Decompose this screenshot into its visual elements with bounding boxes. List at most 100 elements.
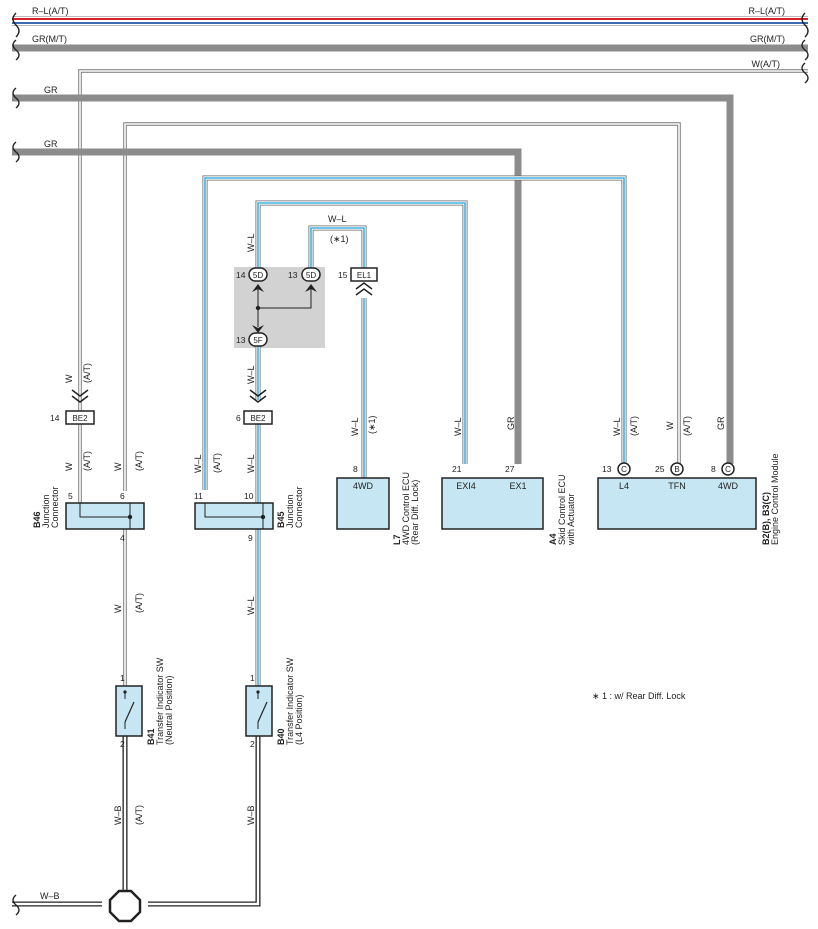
svg-text:6: 6 <box>120 491 125 501</box>
svg-text:EL1: EL1 <box>357 271 372 280</box>
svg-text:R–L(A/T): R–L(A/T) <box>748 6 785 16</box>
svg-text:Engine Control Module: Engine Control Module <box>770 453 780 545</box>
svg-text:(∗1): (∗1) <box>367 415 377 434</box>
svg-text:Skid Control ECU: Skid Control ECU <box>557 474 567 545</box>
svg-text:4WD: 4WD <box>353 481 374 491</box>
svg-text:9: 9 <box>248 533 253 543</box>
svg-text:6: 6 <box>236 413 241 423</box>
svg-text:W(A/T): W(A/T) <box>752 59 781 69</box>
svg-text:8: 8 <box>353 464 358 474</box>
svg-text:1: 1 <box>120 673 125 683</box>
component-l7: 4WD 8 L7 4WD Control ECU (Rear Diff. Loc… <box>336 464 420 545</box>
svg-text:B45: B45 <box>276 511 286 528</box>
component-ecm: L4 TFN 4WD C B C 13 25 8 B2(B), B3(C) En… <box>597 453 780 545</box>
svg-text:5D: 5D <box>306 271 316 280</box>
svg-text:W–L: W–L <box>246 233 256 252</box>
svg-text:W: W <box>113 462 123 471</box>
wire-labels-horizontal: R–L(A/T) R–L(A/T) GR(M/T) GR(M/T) W(A/T)… <box>32 6 785 901</box>
svg-text:10: 10 <box>244 491 254 501</box>
svg-text:(A/T): (A/T) <box>82 363 92 383</box>
svg-text:W–L: W–L <box>246 454 256 473</box>
svg-text:(A/T): (A/T) <box>134 451 144 471</box>
svg-text:W–B: W–B <box>246 805 256 825</box>
wire-wl-exi4 <box>255 200 468 464</box>
svg-text:W: W <box>64 462 74 471</box>
wire-wb-ground <box>12 736 261 907</box>
svg-text:4WD: 4WD <box>718 481 739 491</box>
svg-text:(A/T): (A/T) <box>134 593 144 613</box>
svg-text:(Rear Diff. Lock): (Rear Diff. Lock) <box>410 480 420 545</box>
svg-text:TFN: TFN <box>668 481 686 491</box>
svg-text:W–L: W–L <box>453 417 463 436</box>
svg-text:B2(B), B3(C): B2(B), B3(C) <box>761 492 771 545</box>
svg-text:W: W <box>64 374 74 383</box>
bus-w-at <box>78 69 808 412</box>
svg-text:W: W <box>665 421 675 430</box>
connector-5f: 5F 13 <box>236 332 268 347</box>
svg-text:B40: B40 <box>276 728 286 745</box>
svg-text:5: 5 <box>68 491 73 501</box>
svg-text:Transfer Indicator SW: Transfer Indicator SW <box>285 657 295 745</box>
svg-text:W–B: W–B <box>40 891 60 901</box>
svg-text:Junction: Junction <box>285 494 295 528</box>
svg-text:Transfer Indicator SW: Transfer Indicator SW <box>155 657 165 745</box>
svg-text:(∗1): (∗1) <box>330 234 349 244</box>
svg-text:W–B: W–B <box>113 805 123 825</box>
connector-be2-left: BE2 14 <box>50 389 95 425</box>
svg-text:2: 2 <box>120 739 125 749</box>
svg-text:W–L: W–L <box>612 417 622 436</box>
svg-text:W–L: W–L <box>246 596 256 615</box>
svg-text:BE2: BE2 <box>250 414 266 423</box>
component-a4: EXI4 EX1 21 27 A4 Skid Control ECU with … <box>441 464 576 546</box>
svg-text:1: 1 <box>250 673 255 683</box>
svg-text:W–L: W–L <box>193 454 203 473</box>
svg-text:L4: L4 <box>619 481 629 491</box>
footnote: ∗ 1 : w/ Rear Diff. Lock <box>592 691 686 701</box>
svg-text:C: C <box>725 465 731 474</box>
svg-text:W–L: W–L <box>246 365 256 384</box>
junction-arrows <box>252 284 317 333</box>
svg-text:2: 2 <box>250 739 255 749</box>
svg-text:21: 21 <box>452 464 462 474</box>
svg-text:GR(M/T): GR(M/T) <box>32 34 67 44</box>
svg-text:B46: B46 <box>32 511 42 528</box>
svg-text:L7: L7 <box>392 534 402 545</box>
wire-wl-el1 <box>308 225 367 268</box>
break-marks-left <box>12 12 20 916</box>
svg-text:27: 27 <box>505 464 515 474</box>
svg-text:14: 14 <box>236 270 246 280</box>
svg-text:(A/T): (A/T) <box>134 805 144 825</box>
svg-text:W–L: W–L <box>350 417 360 436</box>
svg-text:BE2: BE2 <box>72 414 88 423</box>
svg-text:25: 25 <box>655 464 665 474</box>
svg-text:Junction: Junction <box>41 494 51 528</box>
svg-text:8: 8 <box>711 464 716 474</box>
svg-text:4WD Control ECU: 4WD Control ECU <box>401 472 411 545</box>
svg-text:13: 13 <box>288 270 298 280</box>
svg-text:with Actuator: with Actuator <box>566 493 576 546</box>
svg-text:15: 15 <box>338 270 348 280</box>
svg-text:(A/T): (A/T) <box>82 451 92 471</box>
wire-wl-l4 <box>202 175 627 490</box>
bus-rl-at <box>12 16 808 26</box>
svg-text:5D: 5D <box>253 271 263 280</box>
bus-gr-1 <box>12 94 734 464</box>
bus-gr-2 <box>12 148 522 464</box>
svg-text:(L4 Position): (L4 Position) <box>294 694 304 745</box>
svg-text:(A/T): (A/T) <box>212 453 222 473</box>
svg-text:EXI4: EXI4 <box>456 481 476 491</box>
svg-text:(Neutral Position): (Neutral Position) <box>164 675 174 745</box>
svg-text:B: B <box>674 465 679 474</box>
svg-text:Connector: Connector <box>294 486 304 528</box>
svg-text:GR: GR <box>506 416 516 430</box>
svg-text:R–L(A/T): R–L(A/T) <box>32 6 69 16</box>
component-b40: 1 2 B40 Transfer Indicator SW (L4 Positi… <box>245 657 304 749</box>
svg-text:C: C <box>621 465 627 474</box>
svg-text:13: 13 <box>602 464 612 474</box>
connector-be2-right: BE2 6 <box>236 389 273 425</box>
component-b41: 1 2 B41 Transfer Indicator SW (Neutral P… <box>115 657 174 749</box>
svg-text:14: 14 <box>50 413 60 423</box>
connector-5d-14: 5D 14 <box>236 267 268 282</box>
svg-text:GR: GR <box>44 139 58 149</box>
